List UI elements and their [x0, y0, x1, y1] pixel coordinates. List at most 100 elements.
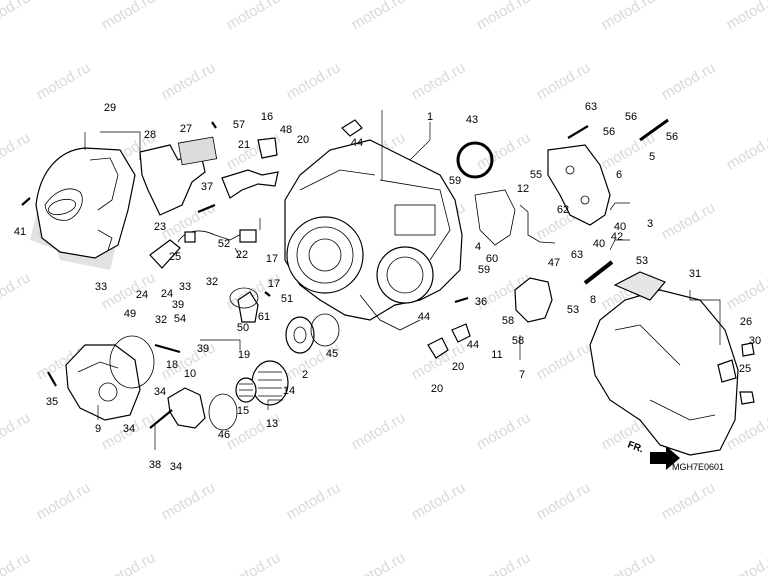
watermark-text: motod.ru	[99, 0, 159, 33]
shaft-part	[583, 260, 614, 285]
callout-label-20: 20	[431, 383, 443, 395]
callout-label-28: 28	[144, 129, 156, 141]
watermark-text: motod.ru	[349, 549, 409, 576]
callout-label-41: 41	[14, 226, 26, 238]
left-cover-part	[30, 147, 136, 270]
callout-label-56: 56	[666, 131, 678, 143]
callout-label-18: 18	[166, 359, 178, 371]
callout-label-56: 56	[603, 126, 615, 138]
callout-label-44: 44	[467, 339, 479, 351]
callout-label-39: 39	[197, 343, 209, 355]
heat-guard-part	[139, 136, 218, 216]
callout-label-40: 40	[614, 221, 626, 233]
callout-label-44: 44	[418, 311, 430, 323]
callout-label-14: 14	[283, 385, 295, 397]
watermark-text: motod.ru	[0, 129, 33, 173]
diagram-code: MGH7E0601	[672, 462, 724, 472]
callout-label-54: 54	[174, 313, 186, 325]
watermark-text: motod.ru	[659, 59, 719, 103]
callout-label-11: 11	[491, 349, 502, 361]
callout-label-33: 33	[179, 281, 191, 293]
callout-label-51: 51	[281, 293, 293, 305]
callout-label-27: 27	[180, 123, 192, 135]
callout-label-34: 34	[123, 423, 135, 435]
oil-pipe-part	[519, 204, 556, 244]
watermark-text: motod.ru	[224, 549, 284, 576]
watermark-text: motod.ru	[534, 479, 594, 523]
callout-labels: 1234567891011121314151617181920212223242…	[14, 101, 761, 473]
callout-label-43: 43	[466, 114, 478, 126]
callout-label-2: 2	[302, 369, 308, 381]
callout-label-49: 49	[124, 308, 136, 320]
o-ring-part	[109, 335, 155, 389]
callout-label-25: 25	[169, 251, 181, 263]
leader-lines	[84, 110, 721, 450]
watermark-text: motod.ru	[724, 0, 768, 33]
callout-label-32: 32	[155, 314, 167, 326]
valve-body-part	[514, 277, 553, 323]
watermark-text: motod.ru	[34, 59, 94, 103]
watermark-text: motod.ru	[474, 549, 534, 576]
bracket-part	[221, 169, 279, 199]
callout-label-22: 22	[236, 249, 248, 261]
cap-small-part	[741, 342, 755, 357]
o-ring-small-part	[229, 287, 259, 309]
right-cover-part	[589, 271, 739, 456]
callout-label-17: 17	[268, 278, 280, 290]
callout-label-25: 25	[739, 363, 751, 375]
watermark-text: motod.ru	[659, 479, 719, 523]
callout-label-3: 3	[647, 218, 653, 230]
switch-part	[427, 337, 449, 359]
clip-small-part	[739, 391, 755, 405]
direction-label: FR.	[626, 439, 645, 455]
callout-label-39: 39	[172, 299, 184, 311]
watermark-text: motod.ru	[284, 59, 344, 103]
callout-label-7: 7	[519, 369, 525, 381]
watermark-text: motod.ru	[159, 59, 219, 103]
callout-label-61: 61	[258, 311, 270, 323]
right-side-cover-part	[474, 144, 611, 246]
callout-label-6: 6	[616, 169, 622, 181]
callout-label-50: 50	[237, 322, 249, 334]
generator-cover-part	[65, 344, 141, 421]
callout-label-20: 20	[452, 361, 464, 373]
sensor-part	[341, 119, 363, 137]
watermark-text: motod.ru	[0, 549, 33, 576]
callout-label-44: 44	[351, 137, 363, 149]
watermark-text: motod.ru	[599, 0, 659, 33]
callout-label-53: 53	[567, 304, 579, 316]
callout-label-19: 19	[238, 349, 250, 361]
watermark-text: motod.ru	[724, 549, 768, 576]
callout-label-23: 23	[154, 221, 166, 233]
callout-label-20: 20	[297, 134, 309, 146]
callout-label-16: 16	[261, 111, 273, 123]
callout-label-34: 34	[170, 461, 182, 473]
callout-label-4: 4	[475, 241, 481, 253]
rotor-part	[285, 313, 340, 354]
watermark-text: motod.ru	[224, 409, 284, 453]
callout-label-59: 59	[449, 175, 461, 187]
callout-label-57: 57	[233, 119, 245, 131]
watermark-text: motod.ru	[409, 59, 469, 103]
watermark-text: motod.ru	[724, 129, 768, 173]
callout-label-58: 58	[512, 335, 524, 347]
callout-label-56: 56	[625, 111, 637, 123]
callout-label-63: 63	[585, 101, 597, 113]
watermark-text: motod.ru	[99, 269, 159, 313]
clip-part	[149, 239, 181, 269]
callout-label-55: 55	[530, 169, 542, 181]
plug-part	[717, 359, 737, 383]
callout-label-52: 52	[218, 238, 230, 250]
callout-label-31: 31	[689, 268, 701, 280]
callout-label-36: 36	[475, 296, 487, 308]
watermark-text: motod.ru	[0, 269, 33, 313]
callout-label-47: 47	[548, 257, 560, 269]
callout-label-33: 33	[95, 281, 107, 293]
callout-label-12: 12	[517, 183, 529, 195]
watermark-text: motod.ru	[0, 409, 33, 453]
seal-part	[456, 141, 494, 179]
callout-label-34: 34	[154, 386, 166, 398]
watermark-text: motod.ru	[224, 0, 284, 33]
switch-part	[451, 323, 471, 343]
